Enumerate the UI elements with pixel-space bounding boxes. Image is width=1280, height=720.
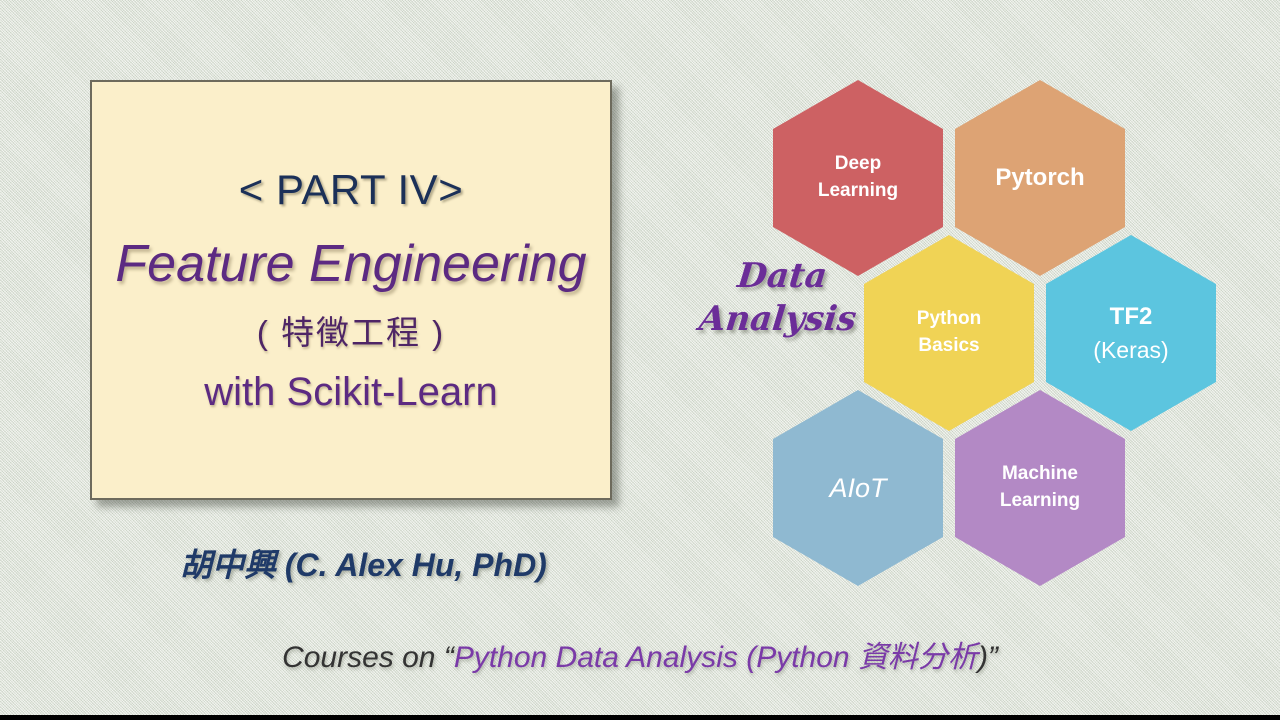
footer-middle: (Python	[737, 641, 858, 674]
hexagon-aiot[interactable]: AIoT	[773, 390, 943, 586]
footer-prefix: Courses on “	[282, 641, 454, 674]
course-title-chinese: ( 特徵工程 )	[256, 313, 446, 351]
course-title: Feature Engineering	[115, 234, 587, 293]
hexagon-python-basics[interactable]: Python Basics	[864, 235, 1034, 431]
part-label: < PART IV>	[238, 165, 464, 213]
footer-suffix: )”	[977, 641, 998, 674]
course-tool-subtitle: with Scikit-Learn	[204, 369, 498, 414]
hexagon-machine-learning-line1: Machine	[1001, 463, 1079, 485]
letterbox-bar-bottom	[0, 715, 1280, 720]
footer-highlight: Python Data Analysis	[453, 641, 738, 674]
hexagon-machine-learning-line2: Learning	[999, 490, 1081, 511]
data-analysis-line2: Analysis	[697, 298, 859, 339]
hexagon-python-basics-line2: Basics	[918, 335, 980, 356]
hexagon-aiot-line1: AIoT	[829, 472, 887, 503]
hexagon-deep-learning-line2: Learning	[817, 180, 899, 201]
hexagon-pytorch[interactable]: Pytorch	[955, 80, 1125, 276]
title-card: < PART IV> Feature Engineering ( 特徵工程 ) …	[90, 80, 612, 500]
author-name: 胡中興 (C. Alex Hu, PhD)	[180, 547, 547, 583]
hexagon-python-basics-line1: Python	[916, 308, 982, 330]
hexagon-tf2-line2: (Keras)	[1093, 336, 1169, 363]
hexagon-diagram: Data Analysis Deep Learning Pytorch Pyth…	[697, 80, 1240, 586]
hexagon-pytorch-line1: Pytorch	[995, 163, 1085, 191]
hexagon-deep-learning-line1: Deep	[834, 153, 882, 175]
hexagon-machine-learning[interactable]: Machine Learning	[955, 390, 1125, 586]
hexagon-tf2-line1: TF2	[1109, 302, 1153, 330]
course-series-footer: Courses on “Python Data Analysis (Python…	[0, 632, 1280, 676]
hexagon-deep-learning[interactable]: Deep Learning	[773, 80, 943, 276]
footer-highlight2: 資料分析	[857, 641, 978, 674]
hexagon-tf2-keras[interactable]: TF2 (Keras)	[1046, 235, 1216, 431]
